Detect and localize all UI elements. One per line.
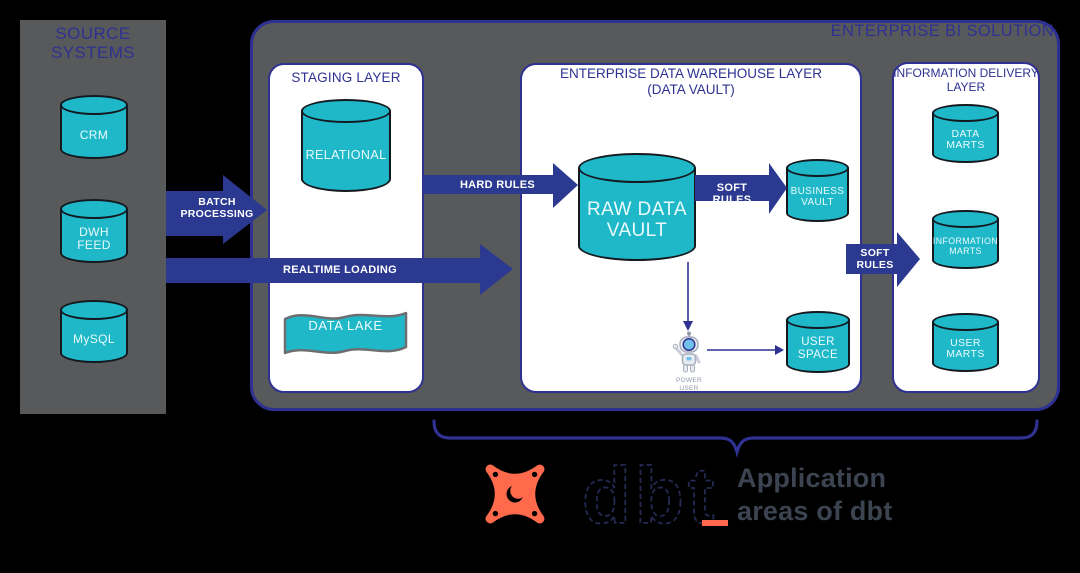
edw-layer-title: ENTERPRISE DATA WAREHOUSE LAYER (DATA VA… (520, 66, 862, 98)
data-lake-shape (283, 311, 408, 355)
cylinder-raw-data-vault: RAW DATA VAULT (578, 153, 696, 261)
cylinder-label: RAW DATA VAULT (587, 198, 687, 241)
cylinder-user-space: USER SPACE (786, 311, 850, 373)
cylinder-information-marts: INFORMATION MARTS (932, 210, 999, 269)
soft-rules-label-2: SOFT RULES (856, 247, 894, 271)
source-systems-title: SOURCE SYSTEMS (50, 24, 136, 62)
info-delivery-layer-title: INFORMATION DELIVERY LAYER (893, 66, 1039, 94)
cylinder-label: DWH FEED (77, 224, 111, 252)
power-user-label: POWER USER (675, 377, 703, 392)
cylinder-body (578, 168, 696, 261)
dbt-wordmark-text: dbt (582, 451, 718, 535)
cylinder-label: USER MARTS (946, 336, 985, 360)
soft-rules-label-1: SOFT RULES (712, 182, 752, 206)
cylinder-top (932, 313, 999, 331)
cylinder-body (301, 111, 391, 192)
wordmark-underscore (702, 520, 728, 526)
realtime-loading-label: REALTIME LOADING (283, 264, 397, 276)
cylinder-label: MySQL (72, 332, 115, 346)
dbt-wordmark: dbt (581, 450, 718, 535)
cylinder-top (301, 99, 391, 123)
cylinder-top (578, 153, 696, 183)
cylinder-business-vault: BUSINESS VAULT (786, 159, 849, 222)
cylinder-top (60, 300, 128, 320)
dbt-logo-icon (485, 464, 545, 524)
batch-processing-label: BATCH PROCESSING (180, 196, 254, 220)
cylinder-top (786, 311, 850, 329)
cylinder-label: DATA MARTS (946, 127, 985, 151)
edw-title-line: ENTERPRISE DATA WAREHOUSE LAYER (559, 66, 823, 81)
data-lake-label: DATA LAKE (308, 318, 383, 333)
cylinder-label: RELATIONAL (305, 148, 387, 162)
cylinder-label: INFORMATION MARTS (932, 236, 999, 256)
cylinder-user-marts: USER MARTS (932, 313, 999, 372)
cylinder-top (60, 199, 128, 219)
cylinder-label: CRM (79, 127, 109, 142)
edw-subtitle: (DATA VAULT) (647, 82, 735, 97)
cylinder-top (932, 210, 999, 228)
cylinder-top (60, 95, 128, 115)
cylinder-data-marts: DATA MARTS (932, 104, 999, 163)
enterprise-bi-title: ENTERPRISE BI SOLUTION (830, 22, 1054, 40)
hard-rules-label: HARD RULES (459, 179, 536, 191)
cylinder-label: BUSINESS VAULT (790, 186, 845, 208)
staging-layer-title: STAGING LAYER (291, 70, 401, 85)
cylinder-crm: CRM (60, 95, 128, 159)
power-user-robot-icon (672, 331, 701, 373)
cylinder-mysql: MySQL (60, 300, 128, 363)
cylinder-dwh-feed: DWH FEED (60, 199, 128, 263)
cylinder-label: USER SPACE (797, 335, 839, 361)
cylinder-body (786, 168, 849, 222)
cylinder-relational: RELATIONAL (301, 99, 391, 192)
cylinder-top (786, 159, 849, 177)
cylinder-top (932, 104, 999, 122)
application-areas-caption: Application areas of dbt (737, 463, 893, 526)
